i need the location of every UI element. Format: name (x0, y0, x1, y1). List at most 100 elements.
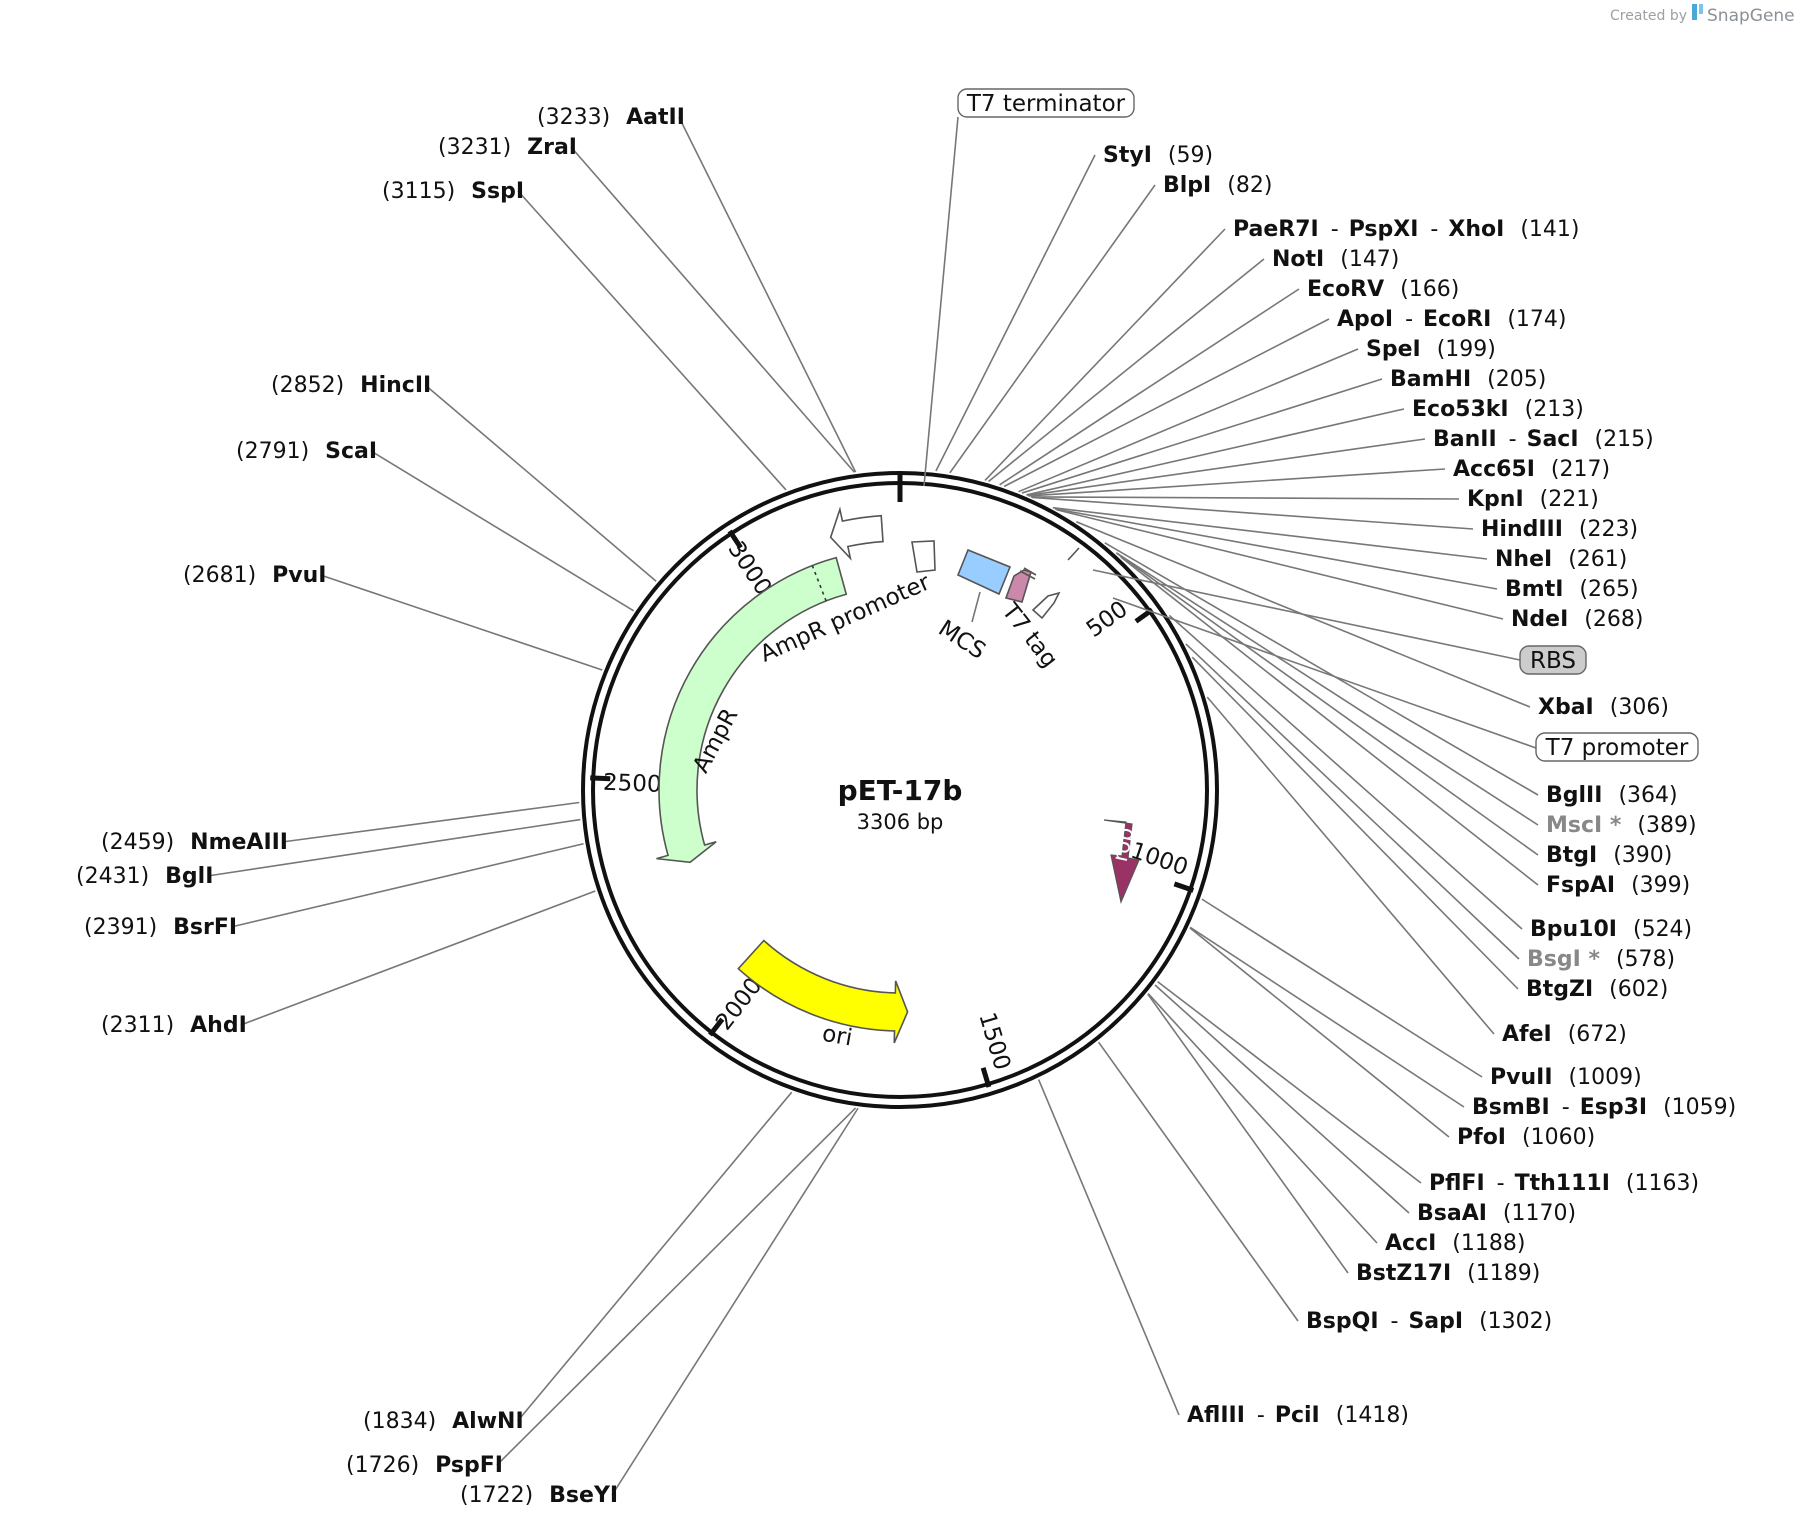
site-bglii[interactable]: BglII(364) (1546, 783, 1678, 808)
enzyme-name: PvuII (1490, 1065, 1553, 1090)
enzyme-name: SapI (1408, 1309, 1463, 1334)
site-bmti[interactable]: BmtI(265) (1505, 577, 1639, 602)
site-ndei[interactable]: NdeI(268) (1511, 607, 1643, 632)
enzyme-name: BsmBI (1472, 1095, 1550, 1120)
site-kpni[interactable]: KpnI(221) (1467, 487, 1599, 512)
site-alwni[interactable]: (1834)AlwNI (363, 1409, 524, 1434)
site-leader (1185, 643, 1520, 960)
feature-ori[interactable]: ori (737, 939, 909, 1052)
site-acci[interactable]: AccI(1188) (1385, 1231, 1525, 1256)
site-position: (3233) (537, 105, 610, 130)
site-styi[interactable]: StyI(59) (1103, 143, 1213, 168)
site-banii-saci[interactable]: BanII-SacI(215) (1433, 427, 1654, 452)
site-bamhi[interactable]: BamHI(205) (1390, 367, 1546, 392)
site-bgli[interactable]: (2431)BglI (76, 864, 213, 889)
enzyme-name: AatII (626, 105, 685, 130)
t7-terminator-callout[interactable]: T7 terminator (923, 88, 1135, 487)
backbone-outer-ring (581, 471, 1219, 1109)
site-pfoi[interactable]: PfoI(1060) (1457, 1125, 1595, 1150)
t7-promoter-callout[interactable]: T7 promoter (1112, 597, 1699, 762)
site-hindiii[interactable]: HindIII(223) (1481, 517, 1638, 542)
site-label: BanII-SacI(215) (1433, 427, 1654, 452)
site-ecorv[interactable]: EcoRV(166) (1307, 277, 1459, 302)
site-label: BsaAI(1170) (1417, 1201, 1576, 1226)
site-position: (223) (1579, 517, 1638, 542)
site-fspai[interactable]: FspAI(399) (1546, 873, 1690, 898)
site-xbai[interactable]: XbaI(306) (1538, 695, 1669, 720)
enzyme-name: PspXI (1349, 217, 1419, 242)
site-afliii-pcii[interactable]: AflIII-PciI(1418) (1187, 1403, 1409, 1428)
site-spei[interactable]: SpeI(199) (1366, 337, 1496, 362)
site-pvui[interactable]: (2681)PvuI (183, 563, 326, 588)
site-bspqi-sapi[interactable]: BspQI-SapI(1302) (1306, 1309, 1552, 1334)
site-position: (1418) (1336, 1403, 1409, 1428)
feature-t7-terminator[interactable] (911, 540, 936, 573)
site-leader (988, 258, 1265, 483)
site-bsmbi-esp3i[interactable]: BsmBI-Esp3I(1059) (1472, 1095, 1736, 1120)
site-position: (2459) (101, 830, 174, 855)
mcs-box (956, 548, 1012, 596)
site-pvuii[interactable]: PvuII(1009) (1490, 1065, 1642, 1090)
enzyme-name: KpnI (1467, 487, 1524, 512)
site-paer7i-pspxi-xhoi[interactable]: PaeR7I-PspXI-XhoI(141) (1233, 217, 1579, 242)
enzyme-name: Tth111I (1515, 1171, 1610, 1196)
enzyme-name: PvuI (272, 563, 326, 588)
site-bsgi[interactable]: BsgI *(578) (1527, 947, 1675, 972)
rbs-callout[interactable]: RBS (1092, 569, 1587, 675)
site-afei[interactable]: AfeI(672) (1502, 1022, 1627, 1047)
amp-r-arrow (656, 556, 848, 864)
site-zrai[interactable]: (3231)ZraI (438, 135, 577, 160)
amp-r-promoter-arrow (829, 506, 884, 561)
plasmid-size: 3306 bp (857, 810, 944, 834)
site-scai[interactable]: (2791)ScaI (236, 439, 377, 464)
site-noti[interactable]: NotI(147) (1272, 247, 1399, 272)
site-nmeaiii[interactable]: (2459)NmeAIII (101, 830, 288, 855)
site-pflfi-tth111i[interactable]: PflFI-Tth111I(1163) (1429, 1171, 1699, 1196)
site-pspfi[interactable]: (1726)PspFI (346, 1453, 503, 1478)
site-sspi[interactable]: (3115)SspI (382, 179, 524, 204)
enzyme-name: BlpI (1163, 173, 1211, 198)
site-bsrfi[interactable]: (2391)BsrFI (84, 915, 237, 940)
site-bpu10i[interactable]: Bpu10I(524) (1530, 917, 1692, 942)
enzyme-name: Bpu10I (1530, 917, 1617, 942)
enzyme-name: Esp3I (1580, 1095, 1647, 1120)
site-position: (1722) (460, 1483, 533, 1508)
enzyme-name: BtgI (1546, 843, 1597, 868)
site-btgi[interactable]: BtgI (390) (1546, 843, 1672, 868)
site-blpi[interactable]: BlpI(82) (1163, 173, 1272, 198)
site-position: (1163) (1626, 1171, 1699, 1196)
site-label: BlpI(82) (1163, 173, 1272, 198)
site-position: (390) (1613, 843, 1672, 868)
feature-amp-r[interactable]: AmpR (656, 556, 848, 864)
site-leader (1052, 506, 1488, 560)
ori-label: ori (820, 1021, 854, 1052)
site-position: (1302) (1479, 1309, 1552, 1334)
site-msci[interactable]: MscI *(389) (1546, 813, 1697, 838)
site-nhei[interactable]: NheI(261) (1495, 547, 1627, 572)
site-label: BamHI(205) (1390, 367, 1546, 392)
feature-t7-tag[interactable]: T7 tag (996, 567, 1062, 673)
site-label: (2311)AhdI (101, 1013, 247, 1038)
feature-mcs[interactable]: MCS (934, 548, 1012, 665)
site-position: (3231) (438, 135, 511, 160)
site-eco53ki[interactable]: Eco53kI(213) (1412, 397, 1584, 422)
site-acc65i[interactable]: Acc65I(217) (1453, 457, 1610, 482)
site-btgzi[interactable]: BtgZI(602) (1526, 977, 1668, 1002)
site-bseyi[interactable]: (1722)BseYI (460, 1483, 618, 1508)
site-bstz17i[interactable]: BstZ17I(1189) (1356, 1261, 1540, 1286)
site-position: (399) (1631, 873, 1690, 898)
site-apoi-ecori[interactable]: ApoI-EcoRI(174) (1337, 307, 1567, 332)
plasmid-name: pET-17b (838, 774, 963, 807)
site-aatii[interactable]: (3233) AatII (537, 105, 685, 130)
site-ahdi[interactable]: (2311)AhdI (101, 1013, 247, 1038)
site-hincii[interactable]: (2852)HincII (271, 373, 431, 398)
site-leader (949, 184, 1156, 474)
site-leader (1115, 552, 1539, 826)
site-label: (3233) AatII (537, 105, 685, 130)
site-bsaai[interactable]: BsaAI(1170) (1417, 1201, 1576, 1226)
scale-label-2500: 2500 (603, 770, 663, 798)
site-label: BtgZI(602) (1526, 977, 1668, 1002)
site-leader (1030, 496, 1460, 500)
enzyme-name: BtgZI (1526, 977, 1593, 1002)
enzyme-name: NdeI (1511, 607, 1568, 632)
